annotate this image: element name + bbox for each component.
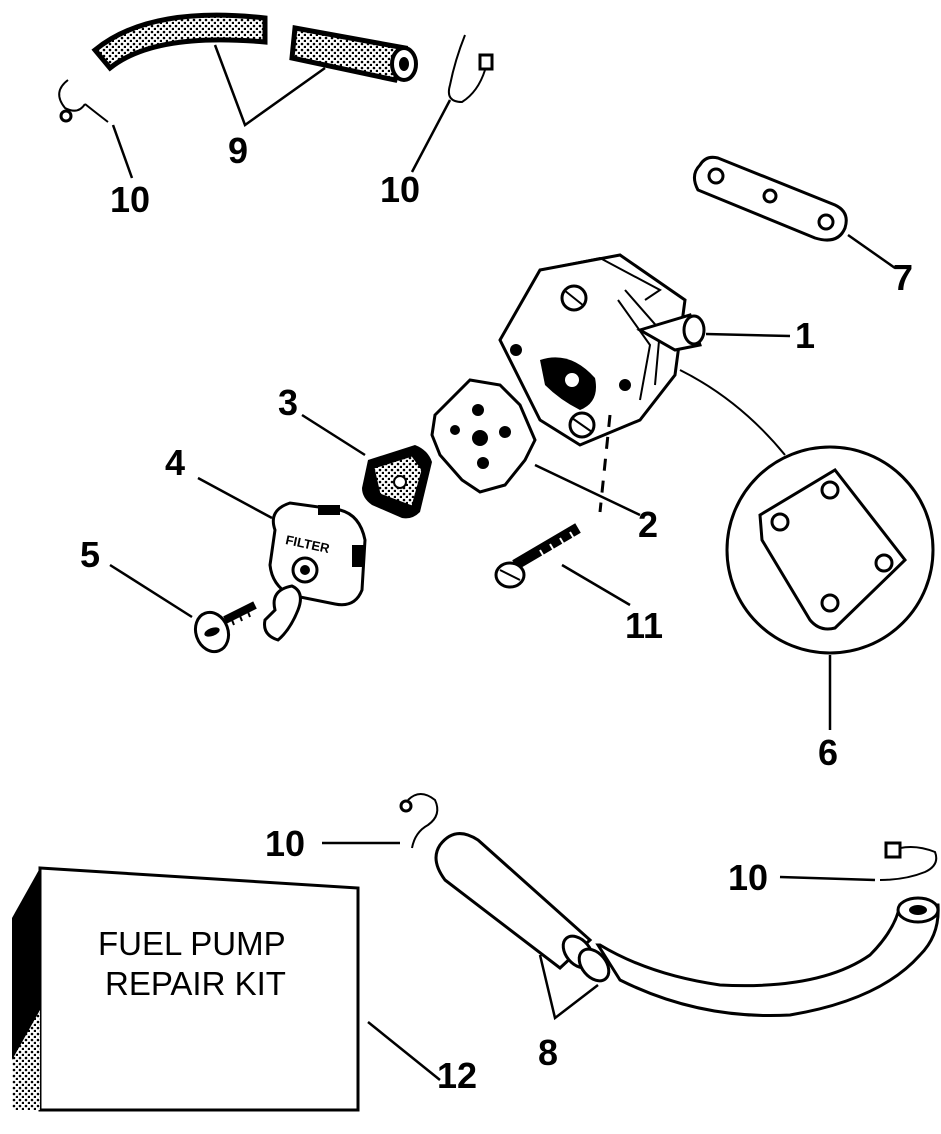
callout-7: 7 xyxy=(893,257,913,298)
repair-kit-line1: FUEL PUMP xyxy=(98,925,286,962)
leader-7 xyxy=(847,233,896,270)
hose-clamp-upper-right xyxy=(447,34,494,104)
hose-clamp-lower-middle xyxy=(399,793,439,849)
fuel-hose-upper-left xyxy=(91,12,268,72)
filter-screen xyxy=(362,445,432,519)
hose-clamp-upper-left xyxy=(58,79,109,123)
diaphragm xyxy=(725,445,935,655)
leader-9 xyxy=(213,44,326,127)
callout-11: 11 xyxy=(625,605,663,646)
leader-1 xyxy=(705,332,791,338)
fuel-hose-lower-left xyxy=(434,832,595,970)
callout-12: 12 xyxy=(437,1055,477,1096)
leader-4 xyxy=(197,476,273,520)
leader-11 xyxy=(561,563,631,607)
callout-10a: 10 xyxy=(110,179,150,220)
pump-to-diaphragm-line xyxy=(679,369,786,456)
leader-8 xyxy=(538,954,599,1021)
fuel-hose-upper-right xyxy=(289,25,418,83)
callout-5: 5 xyxy=(80,534,100,575)
leader-5 xyxy=(109,563,193,619)
callout-1: 1 xyxy=(795,315,815,356)
callout-10c: 10 xyxy=(265,823,305,864)
fuel-pump-body xyxy=(498,253,706,447)
leader-10b xyxy=(410,99,452,173)
leader-12 xyxy=(367,1021,441,1081)
callout-10b: 10 xyxy=(380,169,420,210)
leader-3 xyxy=(301,413,366,457)
gasket xyxy=(693,155,848,242)
pump-alignment-dashed xyxy=(598,414,612,513)
filter-cap: FILTER xyxy=(263,501,367,642)
callout-10d: 10 xyxy=(728,857,768,898)
callout-2: 2 xyxy=(638,504,658,545)
pump-mounting-screw xyxy=(494,523,581,589)
leader-2 xyxy=(534,463,641,517)
callout-9: 9 xyxy=(228,130,248,171)
valve-plate xyxy=(430,378,537,494)
hose-clamp-lower-right xyxy=(879,841,938,881)
leader-10d xyxy=(779,875,876,882)
repair-kit-line2: REPAIR KIT xyxy=(105,965,286,1002)
filter-cap-screw xyxy=(193,601,257,654)
repair-kit-box: FUEL PUMP REPAIR KIT xyxy=(12,866,360,1112)
leader-10a xyxy=(111,124,134,179)
callout-4: 4 xyxy=(165,442,185,483)
callout-6: 6 xyxy=(818,732,838,773)
callout-3: 3 xyxy=(278,382,298,423)
callout-8: 8 xyxy=(538,1032,558,1073)
fuel-hose-lower-right xyxy=(577,896,940,1018)
